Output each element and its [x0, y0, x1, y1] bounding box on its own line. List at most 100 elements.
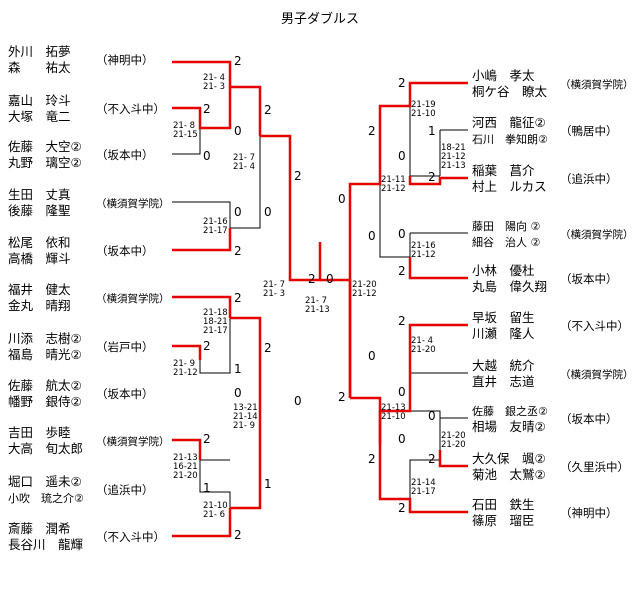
game-score: 2: [264, 341, 272, 355]
game-score: 0: [294, 394, 302, 408]
game-score: 0: [398, 432, 406, 446]
left-entry-player-2: 福島 晴光②: [8, 347, 82, 362]
winner-line: [438, 450, 468, 468]
bracket-line: [172, 128, 201, 155]
set-score: 21-12: [381, 184, 406, 194]
winner-line: [172, 60, 232, 87]
left-entry-team: （横須賀学院）: [96, 292, 170, 305]
game-score: 0: [326, 272, 334, 286]
right-entry-player-1: 小嶋 孝太: [472, 68, 535, 83]
left-entry-player-1: 福井 健太: [8, 282, 71, 297]
right-entry-team: （神明中）: [560, 506, 618, 520]
right-entry-player-1: 藤田 陽向 ②: [472, 219, 540, 233]
set-score: 16-21: [173, 462, 198, 472]
game-score: 0: [398, 149, 406, 163]
set-score: 21-20: [411, 345, 436, 355]
right-entry-player-2: 篠原 瑠臣: [472, 513, 535, 528]
set-score: 21-13: [381, 403, 406, 413]
left-entry-team: （神明中）: [96, 53, 154, 67]
right-entry-team: （鴨居中）: [560, 124, 618, 138]
game-score: 1: [234, 362, 242, 376]
left-entry-player-2: 長谷川 龍輝: [8, 537, 83, 552]
left-entry-team: （坂本中）: [96, 148, 154, 162]
set-score: 21-14: [411, 478, 436, 488]
right-entry-player-2: 丸島 偉久翔: [472, 279, 547, 294]
winner-line: [172, 295, 232, 318]
set-score: 21-12: [411, 250, 436, 260]
bracket-line: [230, 136, 261, 229]
right-entry-player-1: 小林 優杜: [472, 263, 535, 278]
left-entry-player-2: 大高 旬太郎: [8, 441, 83, 456]
right-entry-team: （横須賀学院）: [560, 228, 634, 241]
set-score: 21-17: [411, 487, 436, 497]
set-score: 21-20: [441, 431, 466, 441]
set-score: 21- 9: [173, 359, 195, 369]
game-score: 2: [234, 54, 242, 68]
left-entry-team: （追浜中）: [96, 483, 154, 497]
set-score: 21- 7: [305, 296, 327, 306]
game-score: 0: [264, 205, 272, 219]
set-score: 21-11: [381, 175, 406, 185]
right-entry-player-2: 石川 拳知朗②: [472, 132, 548, 146]
set-score: 21-17: [203, 326, 228, 336]
bracket-line: [172, 201, 231, 228]
right-entry-player-1: 河西 龍征②: [472, 115, 546, 130]
set-score: 21-17: [203, 226, 228, 236]
set-score: 21-12: [441, 152, 466, 162]
left-entry-player-2: 大塚 竜二: [8, 109, 71, 124]
right-entry-player-2: 村上 ルカス: [472, 179, 547, 194]
game-score: 0: [398, 227, 406, 241]
game-score: 1: [428, 124, 436, 138]
set-score: 13-21: [233, 403, 258, 413]
game-score: 0: [428, 409, 436, 423]
right-entry-team: （久里浜中）: [560, 460, 629, 474]
set-score: 21- 3: [263, 289, 285, 299]
set-score: 21-12: [173, 368, 198, 378]
game-score: 0: [234, 205, 242, 219]
left-entry-player-1: 堀口 遥未②: [8, 474, 82, 489]
right-entry-player-2: 川瀬 隆人: [472, 326, 535, 341]
left-entry-player-2: 森 祐太: [8, 60, 71, 75]
game-score: 0: [338, 192, 346, 206]
game-score: 2: [368, 124, 376, 138]
set-score: 21-14: [233, 412, 258, 422]
bracket-line: [409, 459, 440, 499]
winner-line: [260, 134, 292, 194]
bracket-line: [410, 410, 441, 450]
set-score: 21-20: [441, 440, 466, 450]
set-score: 18-21: [203, 317, 228, 327]
left-entry-team: （横須賀学院）: [96, 197, 170, 210]
set-score: 21- 4: [233, 162, 255, 172]
left-entry-team: （横須賀学院）: [96, 435, 170, 448]
left-entry-player-2: 幡野 銀侍②: [8, 394, 82, 409]
left-entry-player-1: 生田 丈真: [8, 187, 71, 202]
game-score: 2: [428, 452, 436, 466]
game-score: 2: [203, 339, 211, 353]
right-entry-team: （坂本中）: [560, 272, 618, 286]
bracket-line: [199, 318, 231, 374]
winner-line: [408, 257, 468, 280]
winner-line: [230, 316, 262, 411]
left-entry-player-1: 外川 拓夢: [8, 44, 71, 59]
winner-line: [172, 508, 232, 538]
winner-line: [350, 396, 382, 445]
game-score: 2: [398, 501, 406, 515]
game-score: 2: [234, 244, 242, 258]
left-entry-player-2: 後藤 隆聖: [8, 203, 71, 218]
set-score: 21-19: [411, 100, 436, 110]
set-score: 21-13: [441, 161, 466, 171]
right-entry-player-1: 早坂 留生: [472, 310, 535, 325]
set-score: 21-15: [173, 130, 198, 140]
set-score: 21- 7: [233, 153, 255, 163]
game-score: 2: [234, 291, 242, 305]
right-entry-player-2: 細谷 治人 ②: [472, 235, 540, 249]
left-entry-player-1: 佐藤 航太②: [8, 378, 82, 393]
winner-line: [230, 411, 262, 510]
set-score: 21- 4: [411, 336, 433, 346]
game-score: 2: [203, 102, 211, 116]
left-entry-player-2: 高橋 輝斗: [8, 251, 71, 266]
game-score: 0: [234, 386, 242, 400]
left-entry-player-2: 金丸 晴翔: [8, 298, 71, 313]
set-score: 21- 9: [233, 421, 255, 431]
